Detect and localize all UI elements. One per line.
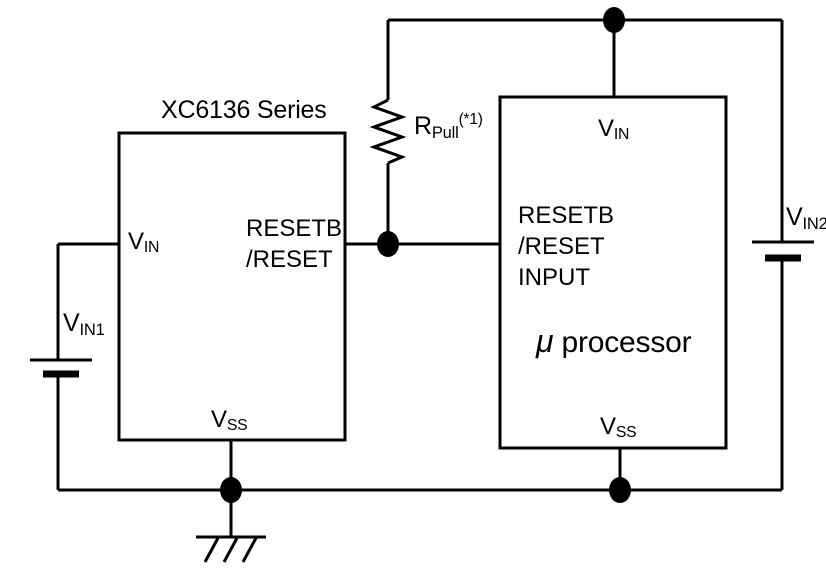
junction-reset-net <box>377 231 399 257</box>
microprocessor-block-outline <box>498 95 728 450</box>
mpu-vin-pin-text: V <box>598 115 614 142</box>
pull-up-resistor-label: RPull(*1) <box>414 111 483 142</box>
xc6136-title: XC6136 Series <box>161 96 327 124</box>
mpu-vin-pin-subscript: IN <box>613 126 630 144</box>
mu-symbol: μ <box>536 323 554 359</box>
xc6136-reset-pin-label: RESETB /RESET <box>246 213 342 275</box>
xc6136-reset-line-1: RESETB <box>246 215 343 242</box>
mpu-vss-pin-label: VSS <box>600 413 637 442</box>
xc6136-vss-pin-label: VSS <box>211 406 248 435</box>
xc6136-block-outline <box>117 131 347 442</box>
vin2-source-label: VIN2 <box>786 203 826 233</box>
mpu-reset-line-1: RESETB <box>518 202 615 229</box>
resistor-footnote-marker: (*1) <box>458 111 483 129</box>
xc6136-vss-pin-text: V <box>211 406 227 433</box>
vin1-subscript-text: IN1 <box>79 320 105 339</box>
junction-ground-right <box>609 477 631 503</box>
mpu-vin-pin-label: VIN <box>598 115 630 144</box>
mpu-reset-pin-label: RESETB /RESET INPUT <box>518 200 614 294</box>
ground-hatch-3 <box>241 537 258 563</box>
microprocessor-name-label: μ processor <box>536 323 692 359</box>
mpu-vss-pin-subscript: SS <box>615 424 637 442</box>
ground-hatch-1 <box>203 537 220 563</box>
vin2-subscript-text: IN2 <box>802 214 826 233</box>
xc6136-reset-line-2: /RESET <box>246 246 333 274</box>
mpu-reset-line-2: /RESET <box>518 233 605 261</box>
xc6136-vss-pin-subscript: SS <box>226 417 248 435</box>
vin1-source-label: VIN1 <box>63 309 105 339</box>
junction-top-rail <box>603 7 625 33</box>
junction-ground-left <box>220 477 242 503</box>
xc6136-vin-pin-text: V <box>128 228 144 255</box>
processor-word: processor <box>553 326 692 359</box>
resistor-symbol-text: R <box>414 112 432 140</box>
vin2-symbol-text: V <box>786 203 803 231</box>
ground-hatch-2 <box>222 537 239 563</box>
pull-up-resistor-symbol <box>369 98 407 165</box>
mpu-reset-line-3: INPUT <box>518 264 590 292</box>
xc6136-vin-pin-label: VIN <box>128 228 160 257</box>
resistor-subscript-text: Pull <box>431 123 459 142</box>
xc6136-vin-pin-subscript: IN <box>143 239 160 257</box>
mpu-vss-pin-text: V <box>600 413 616 440</box>
vin1-symbol-text: V <box>63 309 80 337</box>
